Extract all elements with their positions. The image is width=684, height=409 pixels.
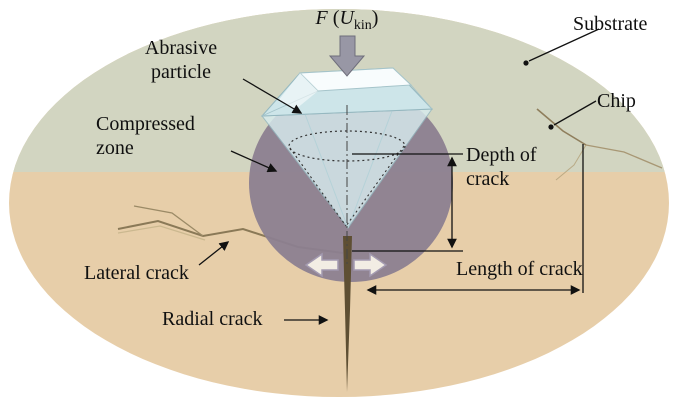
abrasive-particle-label: Abrasive particle [144,37,218,84]
force-symbol: F [315,7,328,29]
radial-crack-shape [343,236,352,392]
radial-crack-label: Radial crack [162,308,263,330]
length-of-crack-label: Length of crack [456,258,583,280]
force-open-paren: ( [327,7,340,29]
substrate-pointer-dot [523,60,529,66]
chip-pointer-dot [548,124,554,130]
force-subscript: kin [353,18,372,33]
depth-dimension-arrow [352,153,463,252]
force-arrow [328,35,366,77]
compressed-zone-label: Compressed zone [96,113,195,160]
chip-cracks [536,108,663,181]
force-label: F (Ukin) [255,6,439,34]
depth-of-crack-label: Depth of crack [466,144,537,191]
force-close-paren: ) [371,7,379,29]
substrate-label: Substrate [573,13,648,35]
pointer-lines [198,28,600,325]
force-variable: U [339,7,354,29]
crack-opening-arrows [304,252,388,278]
indentation-guides [288,105,406,265]
chip-label: Chip [597,90,636,112]
length-dimension-arrow [366,144,584,295]
lateral-crack-label: Lateral crack [84,262,189,284]
